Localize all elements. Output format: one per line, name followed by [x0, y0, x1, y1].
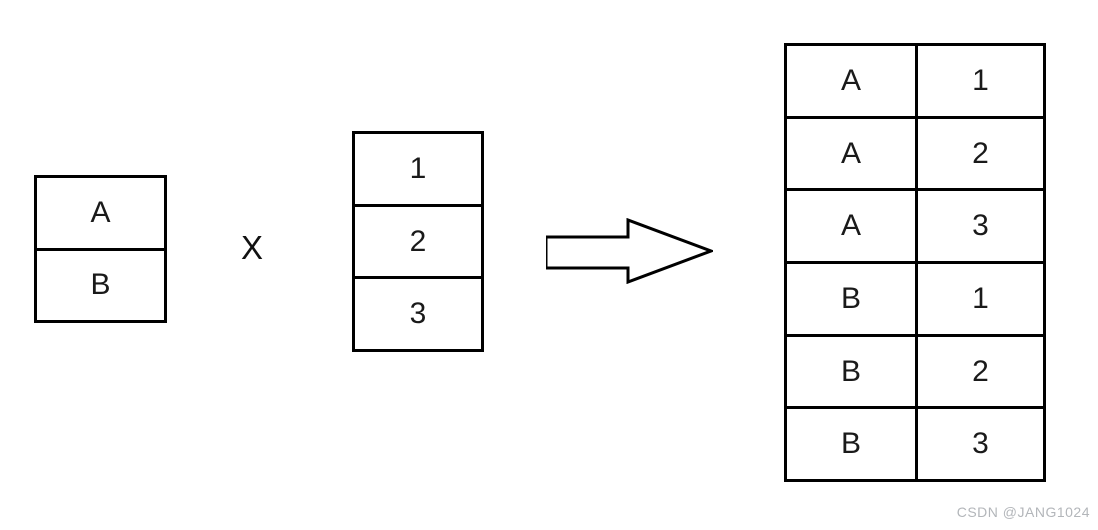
table-cell: A [787, 46, 918, 116]
watermark: CSDN @JANG1024 [956, 504, 1090, 520]
table-cell: A [787, 191, 918, 262]
right-arrow-icon [544, 217, 716, 289]
numbers-operand-table: 1 2 3 [352, 131, 484, 352]
table-cell: A [787, 118, 918, 189]
table-cell: A [90, 195, 111, 229]
table-row: A 2 [787, 115, 1043, 189]
table-cell: 1 [972, 281, 989, 315]
table-cell: 2 [972, 354, 989, 388]
table-row: A 1 [787, 46, 1043, 116]
table-cell: B [787, 336, 918, 407]
table-cell: B [787, 264, 918, 334]
multiply-operator: X [241, 229, 264, 266]
table-row: B 2 [787, 333, 1043, 407]
table-cell: 3 [972, 209, 989, 243]
result-table: A 1 A 2 A 3 B 1 B 2 B 3 [784, 43, 1046, 482]
table-cell: B [787, 409, 918, 480]
table-row: B 1 [787, 261, 1043, 334]
table-cell: 3 [972, 427, 989, 461]
table-cell: 2 [355, 203, 481, 277]
table-row: B 3 [787, 406, 1043, 480]
table-cell: 1 [409, 151, 427, 185]
table-cell: 1 [972, 63, 989, 97]
table-cell: 3 [355, 276, 481, 349]
table-cell: 2 [972, 136, 989, 170]
table-cell: B [37, 247, 164, 321]
table-row: A 3 [787, 188, 1043, 262]
left-operand-table: A B [34, 175, 167, 323]
